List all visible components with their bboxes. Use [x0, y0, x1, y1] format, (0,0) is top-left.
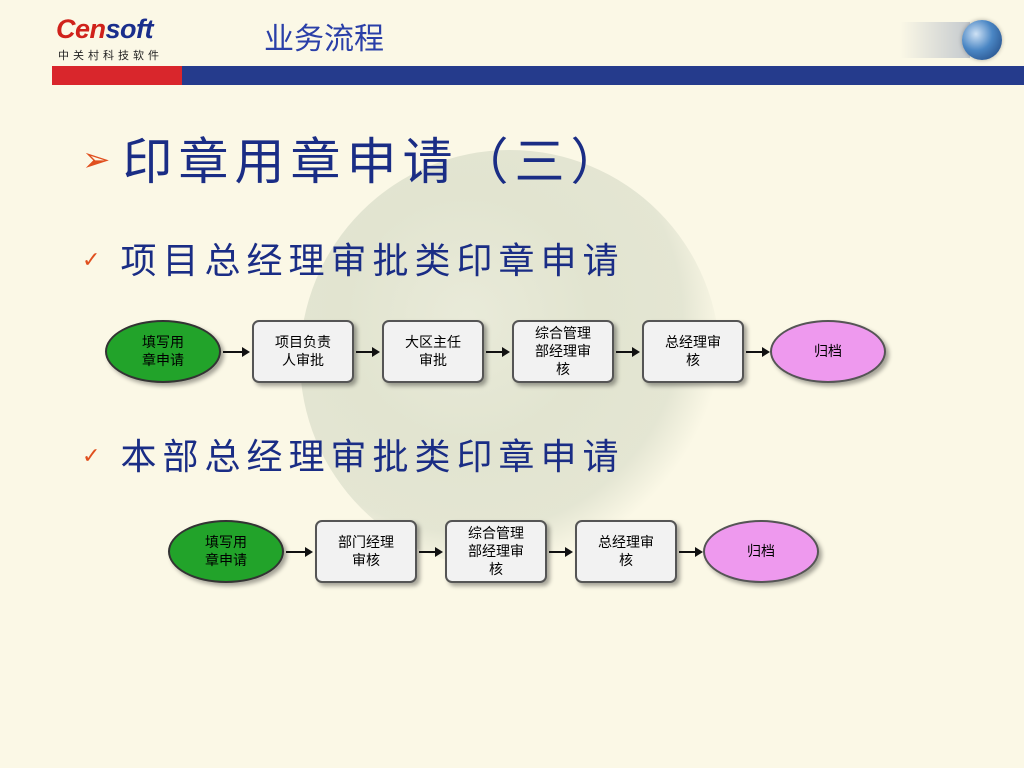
- flow-arrow: [616, 347, 640, 357]
- flow-node-start: 填写用 章申请: [168, 520, 284, 583]
- flow-node-step: 综合管理 部经理审 核: [445, 520, 547, 583]
- logo-main-text: Cen: [56, 14, 106, 44]
- flow-arrow: [746, 347, 770, 357]
- flow-node-step: 总经理审 核: [642, 320, 744, 383]
- flow-heading-text: 项目总经理审批类印章申请: [120, 241, 625, 282]
- logo-accent-text: soft: [105, 14, 154, 44]
- slide-title: ➢印章用章申请（三）: [82, 122, 627, 194]
- flow-node-start: 填写用 章申请: [105, 320, 221, 383]
- header-blue-bar: [182, 66, 1024, 85]
- flow-arrow: [486, 347, 510, 357]
- flow-arrow: [419, 547, 443, 557]
- arrow-bullet-icon: ➢: [82, 140, 117, 180]
- checkmark-icon: ✓: [82, 444, 107, 469]
- flow-node-end: 归档: [770, 320, 886, 383]
- flow-arrow: [223, 347, 250, 357]
- header-red-bar: [52, 66, 182, 85]
- flow-arrow: [679, 547, 703, 557]
- slide-title-text: 印章用章申请（三）: [122, 133, 627, 191]
- brand-logo: Censoft: [56, 14, 154, 45]
- flow-arrow: [286, 547, 313, 557]
- logo-subtitle: 中关村科技软件: [58, 49, 163, 62]
- header-globe-trail: [900, 22, 970, 58]
- flow-heading-2: ✓ 本部总经理审批类印章申请: [82, 428, 624, 480]
- slide-header: Censoft 中关村科技软件 业务流程: [0, 0, 1024, 90]
- flow-node-step: 项目负责 人审批: [252, 320, 354, 383]
- section-title: 业务流程: [264, 22, 384, 57]
- flow-node-step: 部门经理 审核: [315, 520, 417, 583]
- flow-node-step: 综合管理 部经理审 核: [512, 320, 614, 383]
- checkmark-icon: ✓: [82, 248, 107, 273]
- flow-arrow: [356, 347, 380, 357]
- flow-heading-text: 本部总经理审批类印章申请: [120, 437, 625, 478]
- flow-heading-1: ✓ 项目总经理审批类印章申请: [82, 232, 624, 284]
- flow-arrow: [549, 547, 573, 557]
- globe-icon: [962, 20, 1002, 60]
- flow-node-end: 归档: [703, 520, 819, 583]
- flow-node-step: 大区主任 审批: [382, 320, 484, 383]
- flow-node-step: 总经理审 核: [575, 520, 677, 583]
